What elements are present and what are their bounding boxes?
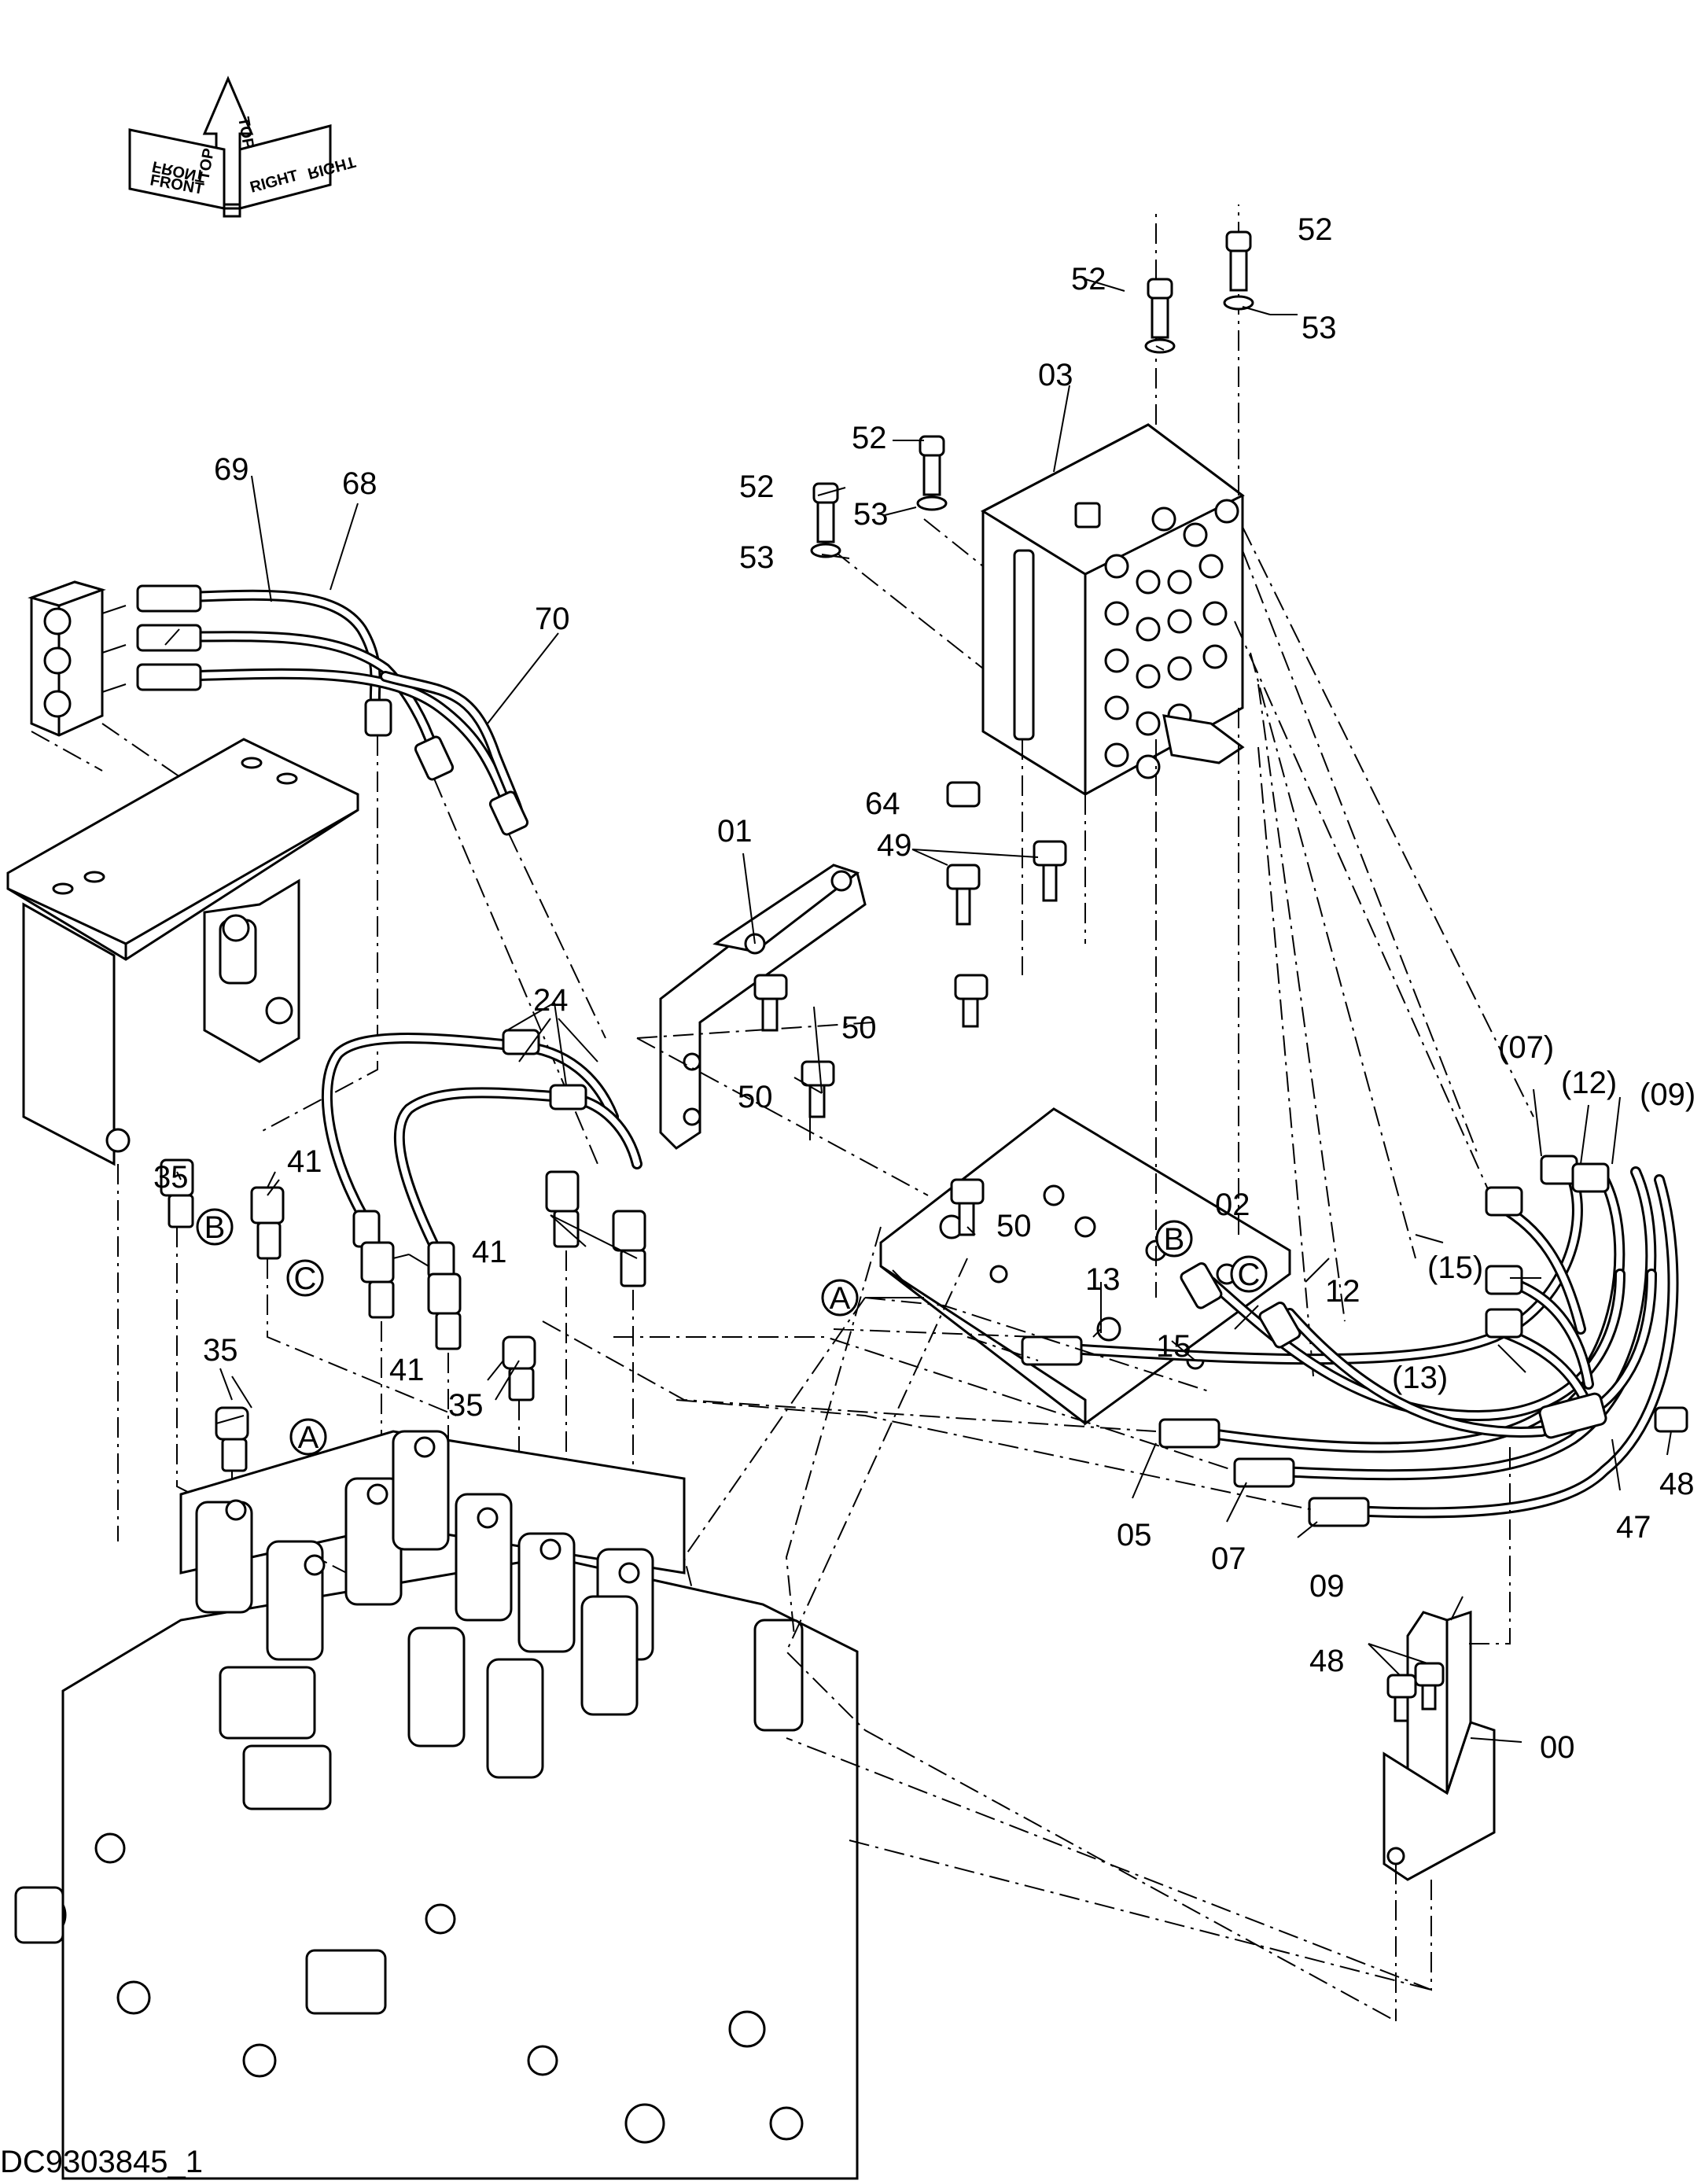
label-07: 07 [1211,1541,1246,1576]
bolts-49-50 [753,840,1067,1236]
control-valve-assembly [14,1430,859,2180]
label-12: 12 [1325,1274,1360,1309]
label-48-right: 48 [1659,1467,1695,1501]
label-52-third: 52 [852,421,887,455]
drawing-code: DC9303845_1 [0,2145,203,2179]
label-53-left: 53 [739,540,775,575]
hose-bundle-top-left [136,584,606,1165]
callout-a-left [289,1418,327,1456]
label-50-upper: 50 [841,1011,877,1045]
label-47: 47 [1616,1510,1651,1545]
callout-b-left [196,1208,234,1246]
label-68: 68 [342,466,377,501]
label-00: 00 [1540,1730,1575,1765]
callout-b-right [1155,1220,1193,1258]
callout-a-middle [821,1279,859,1317]
callout-c-left-label: C [294,1261,317,1296]
orientation-indicator: FRONT TOP RIGHT FRONT TOP RIGHT [128,76,357,218]
callout-a-left-label: A [298,1420,319,1455]
label-35-right: 35 [448,1388,484,1423]
label-53-middle: 53 [853,497,889,532]
label-52-fourth: 52 [739,470,775,504]
part-labels: 69 68 70 24 35 41 41 41 35 35 03 52 52 5… [153,212,1695,1765]
valve-block-03 [833,204,1534,1377]
label-09: 09 [1309,1569,1345,1604]
label-01: 01 [717,814,753,849]
label-41-lower: 41 [389,1353,425,1387]
label-48-lower: 48 [1309,1644,1345,1678]
callout-b-left-label: B [204,1210,226,1245]
label-52-second: 52 [1071,262,1106,296]
leader-lines [164,278,1672,1743]
label-15: 15 [1156,1329,1191,1364]
label-13: 13 [1085,1262,1121,1297]
label-09-paren: (09) [1640,1077,1695,1112]
label-07-paren: (07) [1498,1030,1554,1065]
label-03: 03 [1038,358,1073,392]
label-41-center: 41 [472,1235,507,1269]
bracket-00 [786,1447,1511,2022]
label-13-paren: (13) [1392,1361,1448,1395]
label-50-mid: 50 [738,1080,773,1114]
callout-c-right [1230,1255,1268,1293]
label-50-lower: 50 [996,1209,1032,1243]
label-53-top: 53 [1302,311,1337,345]
bracket-upper-left [6,738,359,1166]
label-64: 64 [865,786,900,821]
label-24: 24 [533,983,569,1018]
bracket-01 [636,864,929,1196]
label-35-left: 35 [153,1160,189,1195]
hose-bundle-right [542,1155,1688,1731]
label-12-paren: (12) [1561,1066,1617,1100]
hose-loops-24 [321,1029,642,1280]
label-70: 70 [535,602,570,636]
label-41-left: 41 [287,1144,322,1179]
screws-52-washers-53 [810,230,1254,558]
label-05: 05 [1117,1518,1152,1552]
callout-a-middle-label: A [830,1281,851,1316]
callout-bubbles: B C A A B C [196,1208,1268,1456]
label-15-paren: (15) [1427,1250,1483,1285]
callout-c-left [286,1259,324,1297]
fittings-left [117,1158,646,1604]
label-35-mid: 35 [203,1333,238,1368]
callout-c-right-label: C [1238,1258,1261,1292]
label-49: 49 [877,828,912,863]
callout-b-right-label: B [1164,1222,1185,1257]
label-52-top: 52 [1298,212,1333,247]
label-69: 69 [214,452,249,487]
label-02: 02 [1215,1188,1250,1222]
